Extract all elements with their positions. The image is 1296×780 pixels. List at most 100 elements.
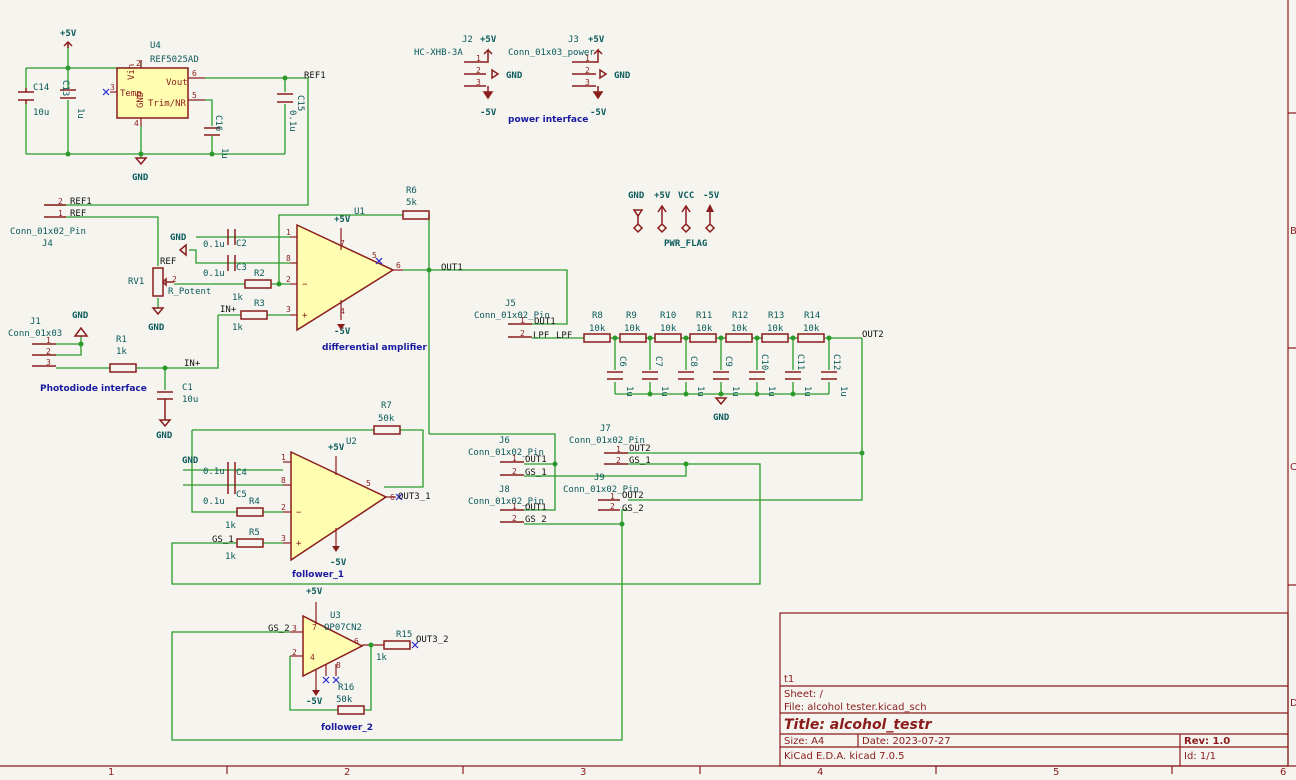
svg-text:OUT1: OUT1 (534, 317, 556, 327)
svg-text:R5: R5 (249, 528, 260, 538)
svg-text:8: 8 (281, 476, 286, 485)
svg-text:2: 2 (46, 347, 51, 356)
svg-text:R3: R3 (254, 299, 265, 309)
svg-text:C15: C15 (295, 95, 305, 111)
svg-text:OUT2: OUT2 (622, 491, 644, 501)
svg-text:1u: 1u (838, 386, 848, 397)
svg-text:J9: J9 (594, 473, 605, 483)
svg-text:Vout: Vout (166, 78, 188, 88)
svg-text:5: 5 (366, 479, 371, 488)
svg-text:5: 5 (372, 251, 377, 260)
svg-text:−: − (302, 280, 308, 290)
svg-text:OUT1: OUT1 (525, 503, 547, 513)
svg-text:+5V: +5V (480, 35, 497, 45)
svg-text:OUT3_1: OUT3_1 (398, 492, 431, 502)
u1-label: differential amplifier (322, 343, 427, 353)
c2-capacitor[interactable]: C20.1u (203, 229, 247, 250)
svg-text:C8: C8 (688, 356, 698, 367)
c4-capacitor[interactable]: C40.1u (203, 462, 247, 478)
j1-connector[interactable]: J1 Conn_01x03 123 Photodiode interface (8, 317, 147, 394)
svg-text:6: 6 (396, 261, 401, 270)
svg-text:J6: J6 (499, 436, 510, 446)
svg-text:Conn_01x02_Pin: Conn_01x02_Pin (563, 485, 639, 495)
svg-text:REF1: REF1 (70, 197, 92, 207)
tb-file: File: alcohol tester.kicad_sch (784, 702, 927, 713)
svg-text:U2: U2 (346, 437, 357, 447)
u4-ref5025[interactable]: U4 REF5025AD Vout Trim/NR Temp Vin GND 6… (102, 41, 205, 128)
svg-text:Conn_01x02_Pin: Conn_01x02_Pin (468, 497, 544, 507)
rv1-potentiometer[interactable]: REF RV1 R_Potent 2 (128, 257, 211, 297)
tb-t1: t1 (784, 674, 794, 685)
svg-text:J5: J5 (505, 299, 516, 309)
svg-text:1: 1 (286, 228, 291, 237)
svg-text:J7: J7 (600, 424, 611, 434)
svg-text:7: 7 (312, 623, 317, 632)
svg-text:10k: 10k (803, 324, 820, 334)
c15-capacitor[interactable]: C15 0.1u (277, 93, 305, 132)
svg-text:GND: GND (156, 431, 173, 441)
svg-text:C16: C16 (213, 115, 223, 131)
svg-text:HC-XHB-3A: HC-XHB-3A (414, 48, 463, 58)
svg-text:REF: REF (70, 209, 86, 219)
svg-text:1u: 1u (802, 386, 812, 397)
svg-text:10k: 10k (767, 324, 784, 334)
svg-text:50k: 50k (378, 414, 395, 424)
svg-text:R12: R12 (732, 311, 748, 321)
svg-text:R15: R15 (396, 630, 412, 640)
c5-capacitor[interactable]: C50.1u (203, 478, 247, 507)
svg-text:C5: C5 (236, 490, 247, 500)
svg-text:U3: U3 (330, 611, 341, 621)
net-lpf: LPF (556, 331, 572, 341)
u2-label: follower_1 (292, 570, 344, 580)
svg-text:1k: 1k (232, 293, 243, 303)
svg-text:Vin: Vin (127, 64, 137, 80)
svg-text:GND: GND (506, 71, 523, 81)
svg-text:C4: C4 (236, 468, 247, 478)
svg-text:1: 1 (610, 492, 615, 501)
title-block: t1 Sheet: / File: alcohol tester.kicad_s… (779, 612, 1289, 767)
u1-opamp[interactable]: −+ 18 23 65 74 U1 +5V -5V differential a… (286, 207, 427, 353)
svg-text:J4: J4 (42, 239, 53, 249)
u3-opamp[interactable]: 32 6 78 4 U3 OP07CN2 +5V -5V follower_2 (290, 587, 384, 733)
svg-text:J8: J8 (499, 485, 510, 495)
svg-text:1k: 1k (232, 323, 243, 333)
net-inp-main: IN+ (184, 359, 201, 369)
frame-row-d: D (1290, 698, 1296, 709)
svg-text:1: 1 (520, 316, 525, 325)
u2-opamp[interactable]: −+ 18 23 56 U2 +5V -5V OUT3_1 follower_1 (281, 437, 431, 580)
c3-capacitor[interactable]: C30.1u (203, 255, 247, 279)
svg-text:U1: U1 (354, 207, 365, 217)
frame-col-4: 4 (817, 767, 823, 778)
svg-text:2: 2 (136, 59, 141, 68)
svg-text:OUT3_2: OUT3_2 (416, 635, 449, 645)
svg-text:Conn_01x02_Pin: Conn_01x02_Pin (468, 448, 544, 458)
power-interface[interactable]: J2 HC-XHB-3A +5V 123 GND -5V J3 +5V Conn… (414, 35, 631, 125)
r3-resistor[interactable]: R3 1k (232, 299, 268, 333)
c16-capacitor[interactable]: C16 1u (204, 115, 229, 159)
svg-text:C2: C2 (236, 239, 247, 249)
svg-text:C11: C11 (795, 354, 805, 370)
pwr-flags[interactable]: GND +5V VCC -5V PWR_FLAG (628, 191, 720, 249)
c13-capacitor[interactable]: C13 1u (60, 80, 85, 119)
frame-row-b: B (1290, 226, 1296, 237)
svg-text:GND: GND (132, 173, 149, 183)
